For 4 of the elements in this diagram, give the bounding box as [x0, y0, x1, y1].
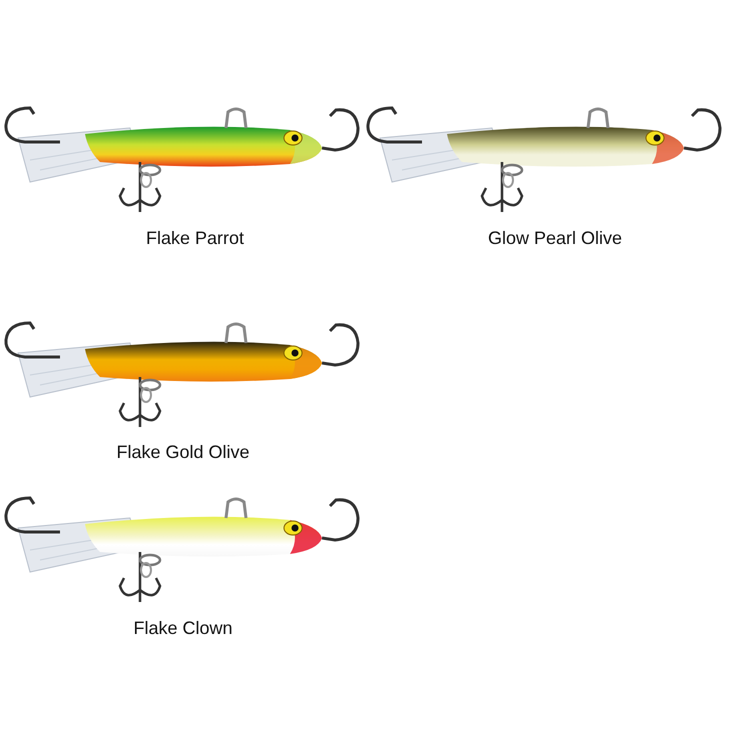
color-name: Flake Gold Olive [116, 442, 250, 463]
color-name: Flake Clown [133, 618, 233, 639]
color-name: Glow Pearl Olive [488, 228, 622, 249]
color-name: Flake Parrot [146, 228, 244, 249]
